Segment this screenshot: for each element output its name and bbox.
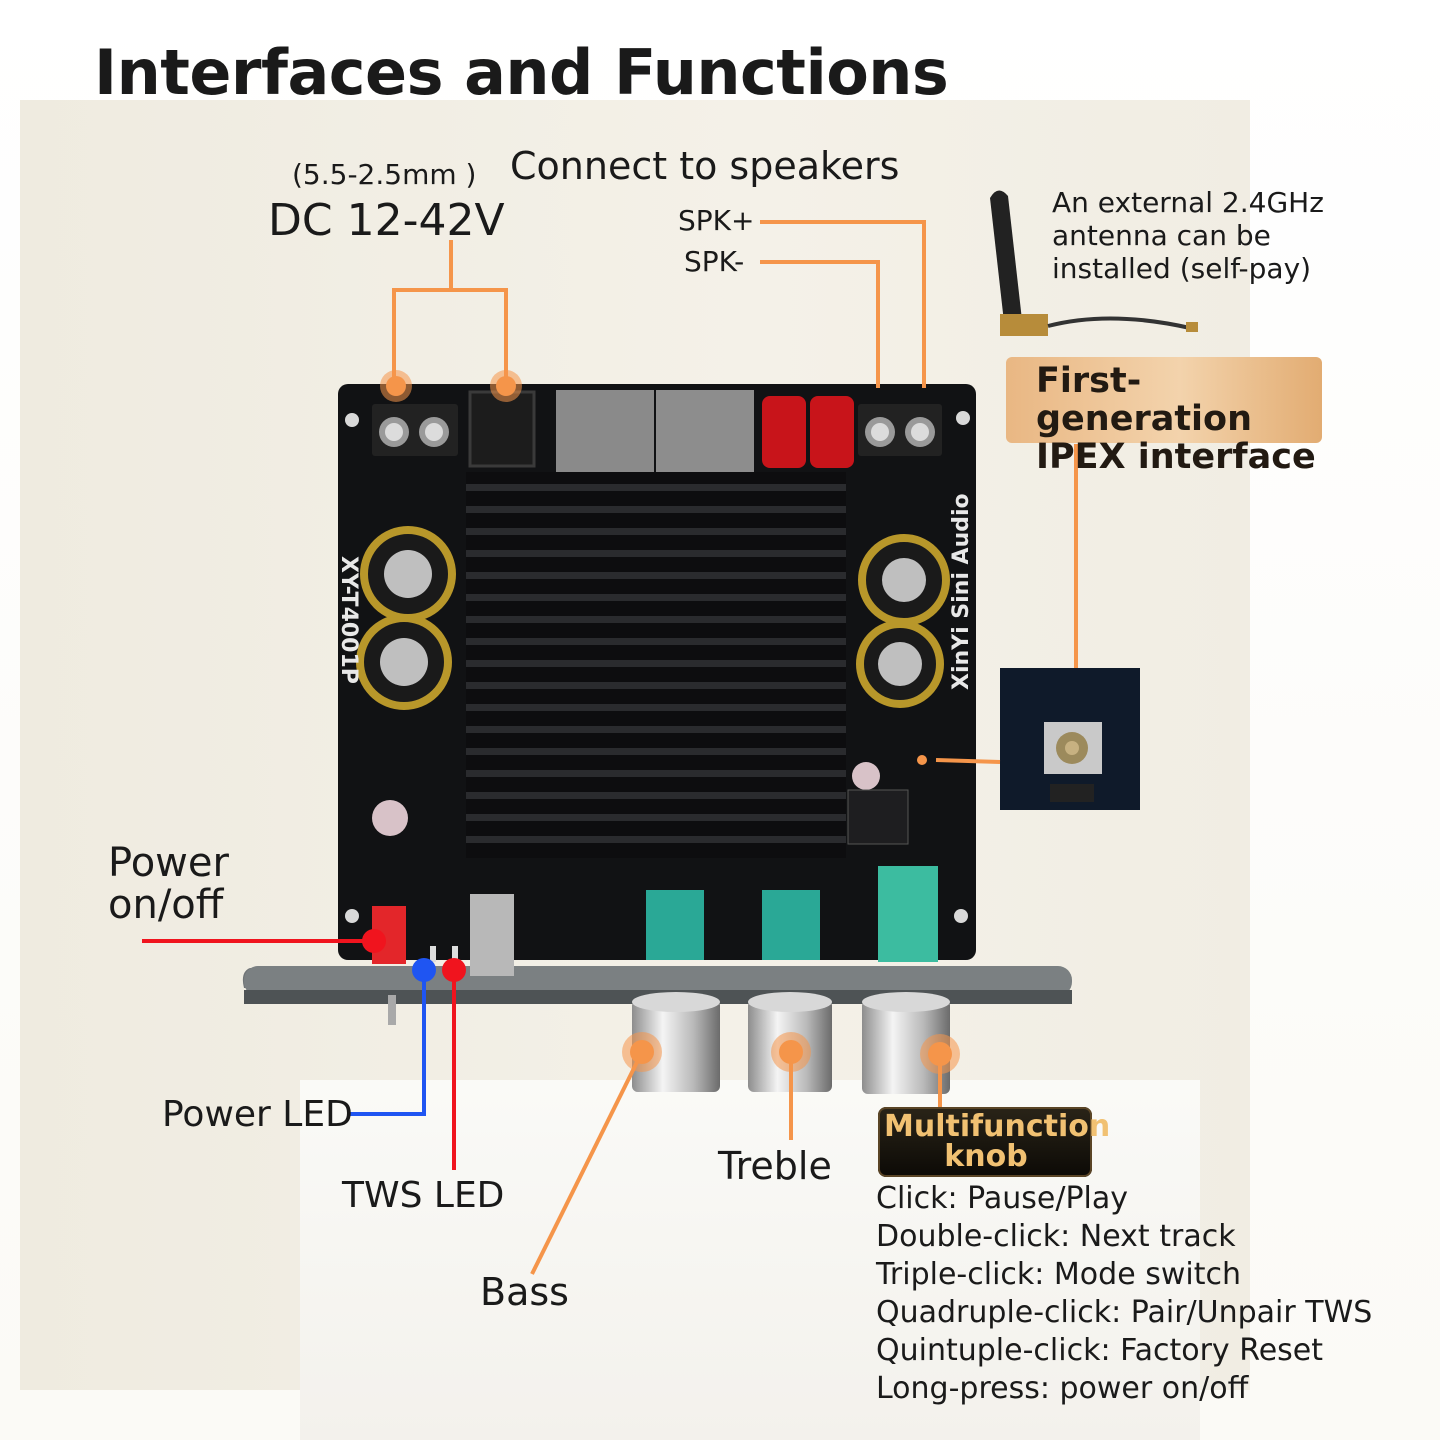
orange-callout-dots	[380, 370, 960, 1074]
multifunction-encoder	[878, 866, 938, 962]
multifunction-actions: Click: Pause/Play Double-click: Next tra…	[876, 1180, 1372, 1408]
action-item: Quintuple-click: Factory Reset	[876, 1333, 1324, 1368]
ipex-closeup-inset	[1000, 668, 1140, 810]
speaker-heading: Connect to speakers	[510, 144, 900, 188]
dc-jack	[468, 390, 536, 468]
ipex-label: First-generation IPEX interface	[1036, 361, 1316, 477]
multifunction-knob	[862, 992, 950, 1094]
spk-plus-label: SPK+	[678, 204, 755, 237]
action-item: Triple-click: Mode switch	[876, 1257, 1241, 1292]
bass-label: Bass	[480, 1270, 569, 1314]
treble-label: Treble	[718, 1144, 832, 1188]
spk-minus-label: SPK-	[684, 245, 745, 278]
multifunction-badge	[878, 1107, 1092, 1177]
treble-potentiometer	[762, 890, 820, 960]
power-led-callout	[348, 972, 426, 1116]
action-item: Quadruple-click: Pair/Unpair TWS	[876, 1295, 1373, 1330]
bass-knob	[632, 992, 720, 1092]
dc-jack-spec: (5.5-2.5mm )	[292, 158, 477, 191]
brand-silkscreen: XinYi Sini Audio	[949, 493, 974, 690]
antenna-illustration	[990, 190, 1198, 336]
orange-callout-lines	[392, 220, 1078, 1275]
bass-potentiometer	[646, 890, 704, 960]
action-item: Long-press: power on/off	[876, 1371, 1249, 1406]
action-item: Click: Pause/Play	[876, 1181, 1129, 1216]
page-title: Interfaces and Functions	[94, 36, 949, 109]
model-silkscreen: XY-T4001P	[336, 556, 361, 684]
action-item: Double-click: Next track	[876, 1219, 1236, 1254]
antenna-note: An external 2.4GHz antenna can be instal…	[1052, 186, 1324, 285]
power-terminal	[372, 404, 458, 456]
speaker-terminal	[858, 404, 942, 456]
power-switch-label: Power on/off	[108, 840, 229, 928]
tws-led-label: TWS LED	[342, 1175, 505, 1216]
dc-voltage-label: DC 12-42V	[268, 195, 505, 246]
multifunction-title: Multifunction knob	[884, 1109, 1111, 1174]
ipex-badge	[1006, 357, 1322, 443]
switch-lever	[388, 995, 396, 1025]
heatsink	[466, 472, 846, 858]
power-led-label: Power LED	[162, 1094, 353, 1135]
